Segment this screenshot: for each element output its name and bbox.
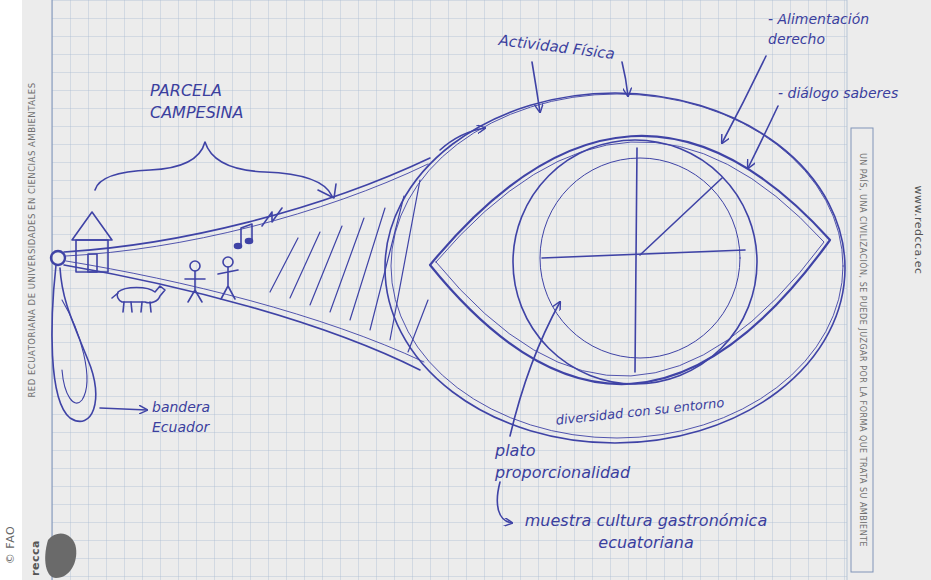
margin-print: RED ECUATORIANA DE UNIVERSIDADES EN CIEN… [27,82,39,397]
flag-loop [62,300,87,403]
music-note [235,244,242,249]
photo-margin [0,0,22,580]
flag-loop [52,265,96,421]
bracket [318,184,336,198]
music-note [262,208,282,226]
margin-print: UN PAÍS, UNA CIVILIZACIÓN, SE PUEDE JUZG… [856,153,867,547]
flag-knot [51,251,65,265]
website-url: www.redcca.ec [910,185,925,274]
person [190,261,200,271]
plate-circle [540,158,740,358]
house-roof [72,212,112,240]
cow [117,286,165,303]
plate-circle [513,140,757,384]
person [218,267,238,299]
copyright-notice: © FAO [3,526,18,564]
bowl-label: diversidad con su entorno [555,394,725,430]
leader-arrow [748,106,778,168]
person [223,257,233,267]
person [185,271,205,302]
logo-text: recca [28,540,43,576]
plate-label: plato proporcionalidad [495,440,645,485]
field-hatching [270,180,428,352]
plate-outline [430,136,830,384]
cow-legs [112,293,151,312]
bracket [95,142,332,196]
leader-arrow [510,302,560,436]
leader-arrow [722,56,766,143]
plate-division [640,178,722,255]
house-door [88,254,97,272]
flag-label: bandera Ecuador [152,398,232,437]
leader-arrow [622,62,628,96]
spoon-drawing [51,56,845,523]
house-body [76,240,108,272]
music-note [241,224,252,245]
spoon-bowl [391,94,843,438]
spoon-handle [64,265,420,370]
annotation: - diálogo saberes [778,84,898,104]
leader-arrow [532,62,540,112]
spoon-handle [66,261,424,362]
annotation: - Alimentación derecho [768,10,898,49]
logo-mark [45,534,76,578]
spoon-bowl [385,93,845,443]
music-note [246,239,253,244]
culture-label: muestra cultura gastronómica ecuatoriana [515,510,777,555]
margin-box [851,128,873,572]
field-label: PARCELA CAMPESINA [150,80,285,125]
margin-line [52,0,53,580]
grid [52,0,847,580]
leader-arrow [497,482,512,523]
plate-division [635,148,637,372]
annotation: Actividad Física [497,30,616,65]
flow-arrow [440,128,485,150]
leader-arrow [100,408,147,410]
plate-outline [436,142,824,376]
